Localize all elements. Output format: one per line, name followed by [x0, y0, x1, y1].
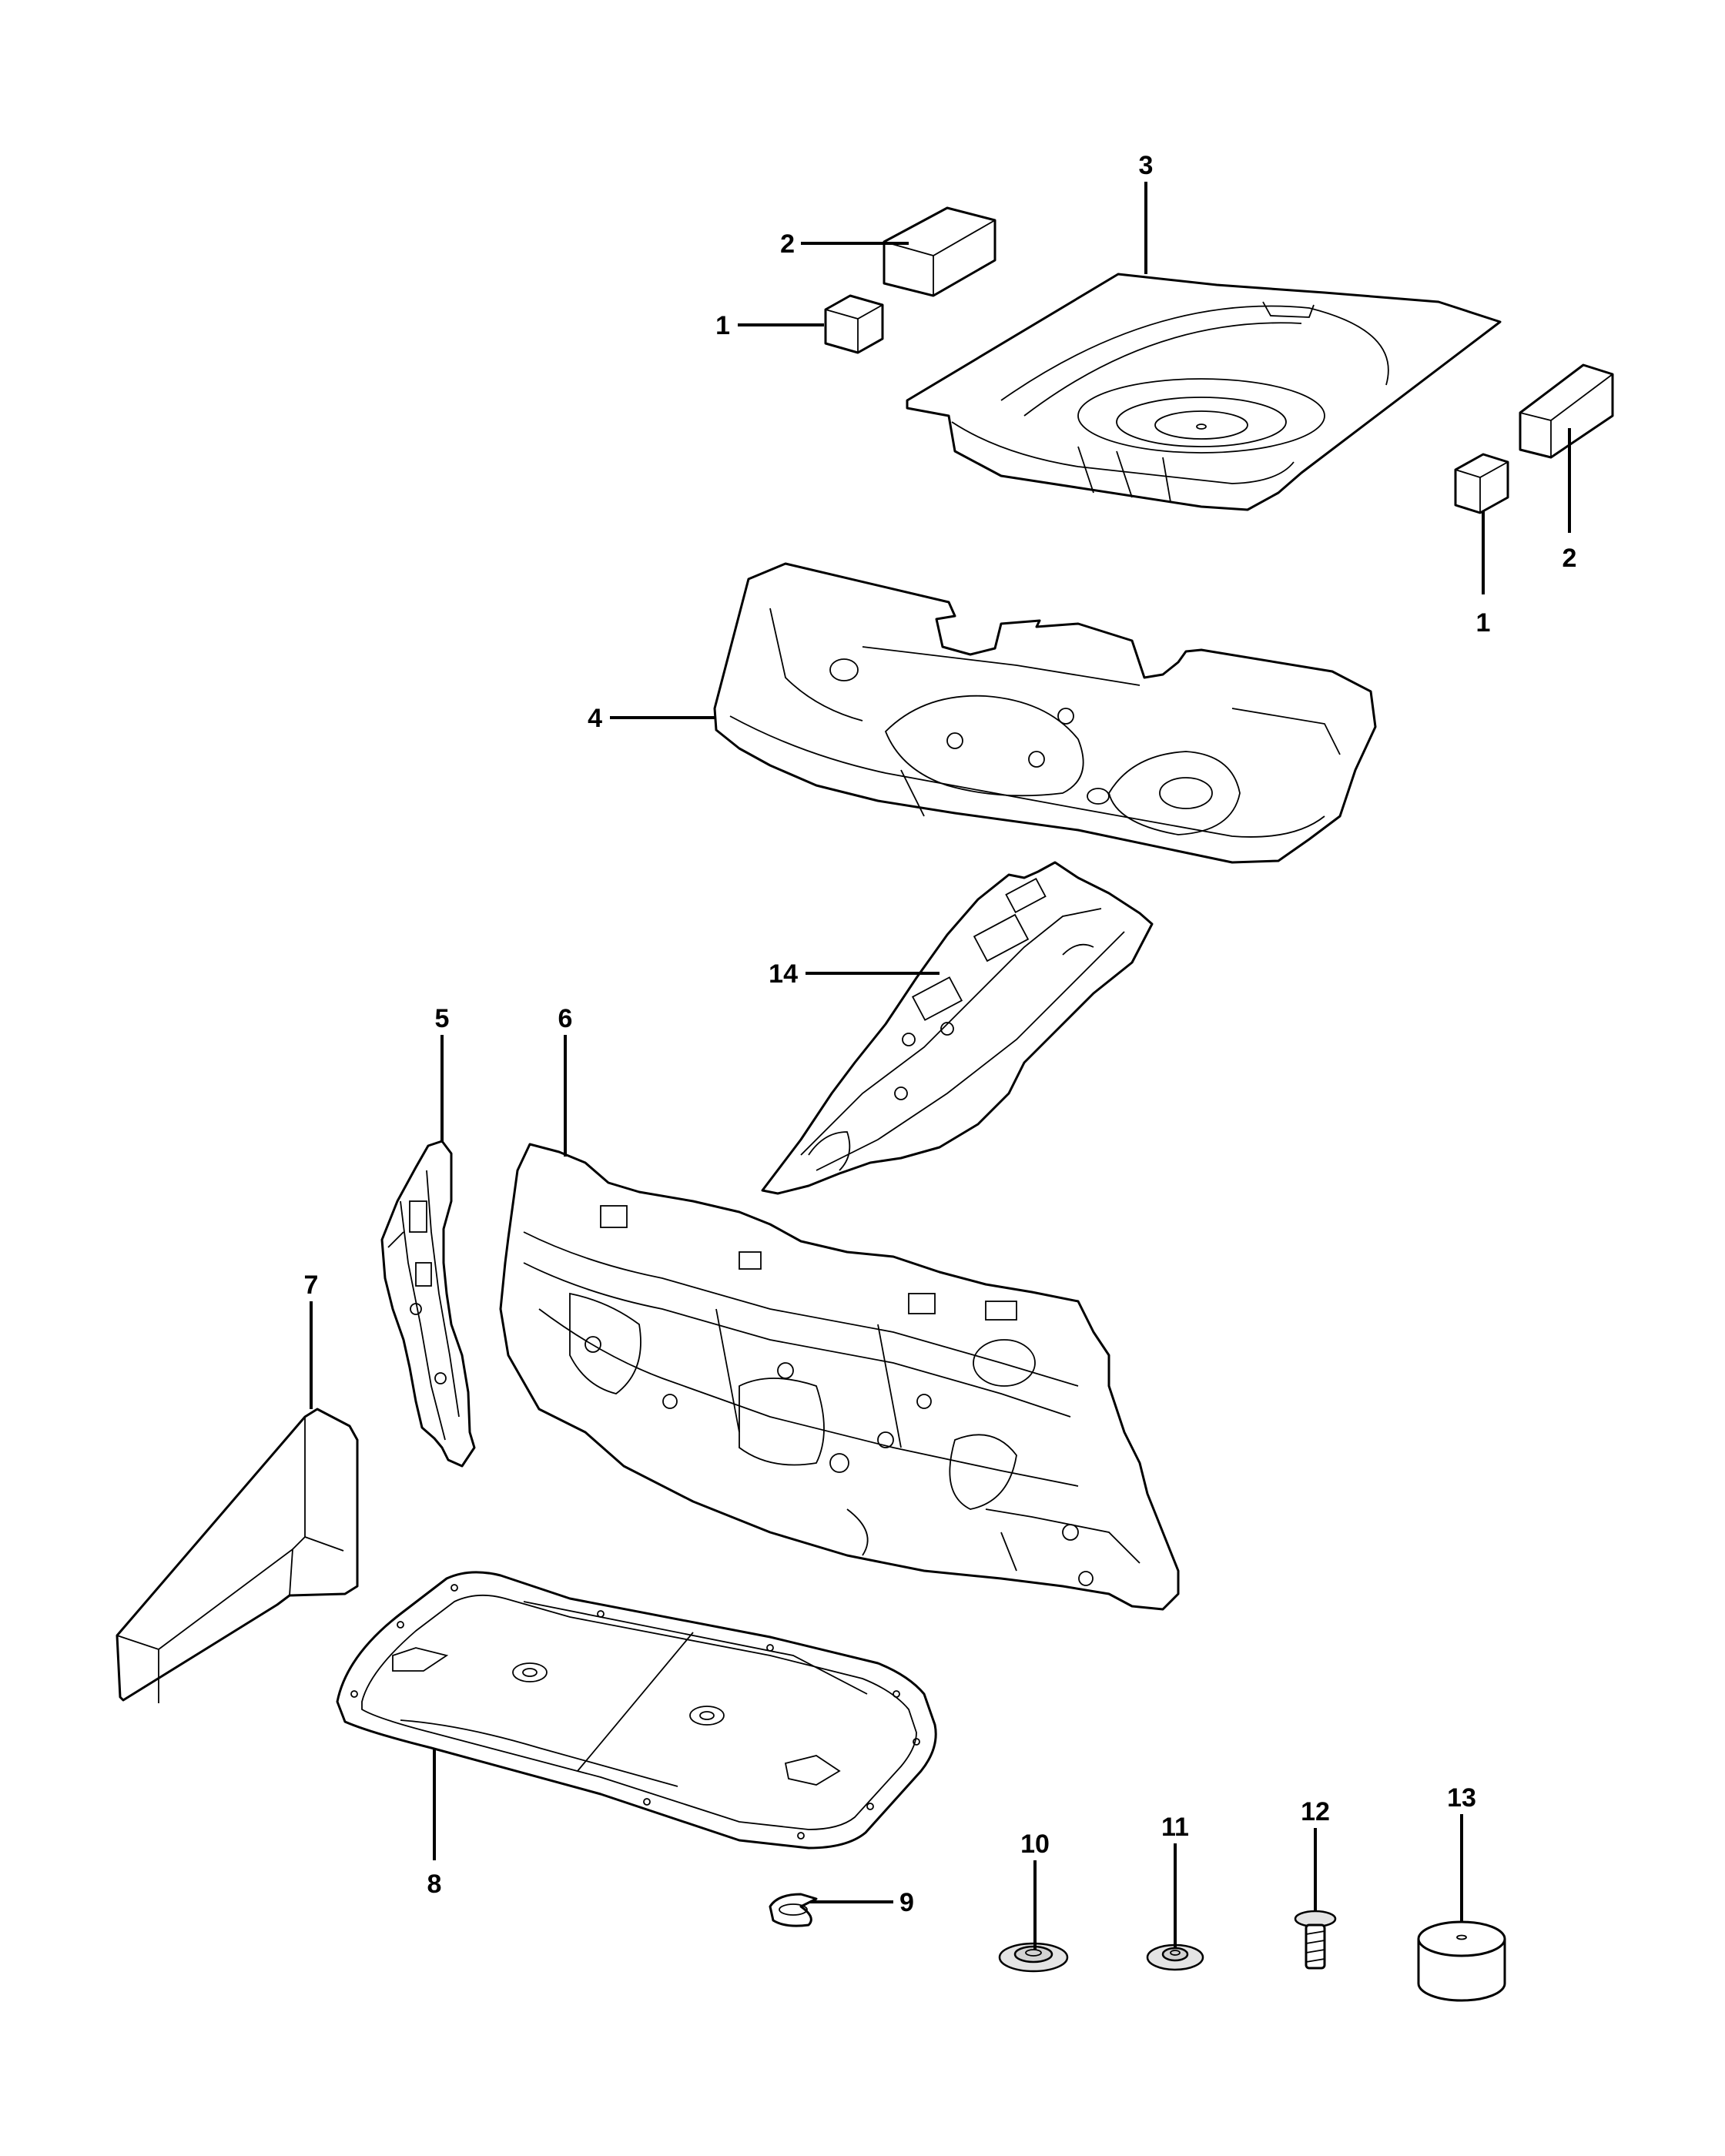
callout-6: 6: [558, 1004, 573, 1033]
callout-1-upper: 1: [715, 311, 730, 340]
part-3-spare-tire-tub: [906, 273, 1502, 511]
callout-5: 5: [435, 1004, 450, 1033]
leader-lines: [310, 182, 1571, 1950]
part-5-pillar-silencer: [380, 1140, 476, 1468]
callout-12: 12: [1301, 1797, 1330, 1826]
callout-2-upper: 2: [780, 229, 795, 259]
callout-8: 8: [427, 1870, 442, 1899]
part-13-round-pad: [1417, 1920, 1506, 2002]
callout-1-right: 1: [1476, 608, 1491, 638]
callout-14: 14: [769, 959, 798, 989]
part-2-pad-right: [1519, 363, 1614, 459]
callout-3: 3: [1139, 151, 1154, 180]
part-8-hood-silencer: [336, 1571, 937, 1850]
part-9-clip: [769, 1893, 818, 1927]
callout-11: 11: [1161, 1813, 1189, 1842]
callout-9: 9: [899, 1888, 914, 1917]
part-7-foam-block: [116, 1408, 359, 1703]
part-12-screw: [1294, 1910, 1337, 1970]
part-1-pad-right: [1454, 453, 1509, 514]
part-11-washer: [1146, 1943, 1204, 1971]
part-14-tunnel-silencer: [761, 861, 1154, 1195]
callout-13: 13: [1447, 1783, 1476, 1813]
part-6-dash-panel-silencer: [499, 1143, 1180, 1611]
part-4-rear-floor-silencer: [713, 562, 1377, 864]
part-2-pad-upper-left: [883, 206, 996, 297]
callout-labels: 1 2 3 1 2 4 14 5 6 7 8 9 10 11 12 13: [304, 151, 1577, 1917]
callout-4: 4: [588, 704, 602, 733]
callout-7: 7: [304, 1270, 319, 1300]
part-1-pad-upper-left: [824, 294, 884, 354]
callout-2-right: 2: [1563, 544, 1577, 573]
callout-10: 10: [1020, 1830, 1050, 1859]
